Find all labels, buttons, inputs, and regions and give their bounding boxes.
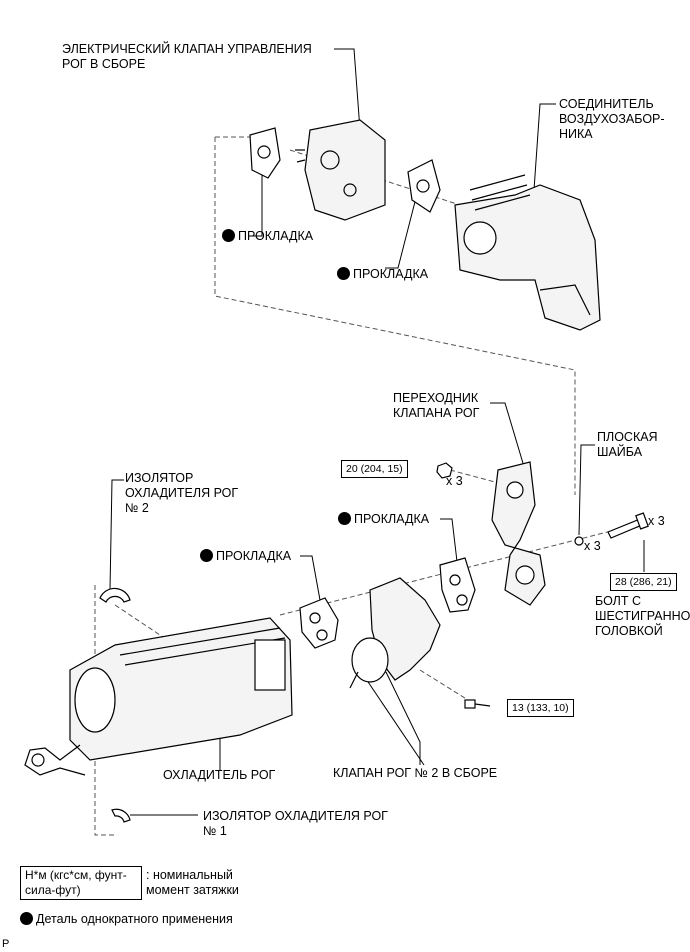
qty-nut: x 3 [446, 474, 463, 488]
insulator-1-shape [111, 808, 131, 823]
label-air-intake-connector: СОЕДИНИТЕЛЬ ВОЗДУХОЗАБОР- НИКА [559, 97, 665, 141]
torque-valve-bolt: 13 (133, 10) [507, 699, 574, 717]
dash-valve-bolt [419, 669, 469, 701]
bolt-shape [607, 512, 649, 539]
torque-bolt: 28 (286, 21) [610, 573, 677, 591]
qty-washer: x 3 [584, 539, 601, 553]
label-egr-valve-adapter: ПЕРЕХОДНИК КЛАПАНА РОГ [393, 391, 480, 420]
legend-torque-desc: : номинальный момент затяжки [146, 868, 239, 897]
leader-intake-connector [533, 103, 556, 191]
air-intake-connector-shape [454, 174, 601, 331]
dash-upper-frame [214, 137, 576, 495]
leader-valve2 [385, 671, 421, 765]
qty-bolt: x 3 [648, 514, 665, 528]
leader-gasket-4 [300, 555, 321, 601]
leader-gasket-1 [250, 165, 263, 237]
leader-gasket-2 [385, 189, 419, 269]
label-egr-valve-2-assy: КЛАПАН РОГ № 2 В СБОРЕ [333, 766, 498, 780]
insulator-2-shape [99, 587, 131, 603]
label-egr-valve-assy: ЭЛЕКТРИЧЕСКИЙ КЛАПАН УПРАВЛЕНИЯ РОГ В СБ… [62, 42, 312, 71]
label-gasket-2: ПРОКЛАДКА [337, 267, 428, 282]
gasket-1-shape [249, 127, 281, 179]
leader-valve2-b [359, 669, 425, 766]
gasket-4-shape [299, 597, 339, 649]
non-reusable-bullet-icon [338, 512, 351, 525]
non-reusable-bullet-icon [200, 549, 213, 562]
label-egr-cooler-insulator-2: ИЗОЛЯТОР ОХЛАДИТЕЛЯ РОГ № 2 [125, 471, 239, 515]
non-reusable-bullet-icon [337, 267, 350, 280]
torque-nut: 20 (204, 15) [341, 460, 408, 478]
non-reusable-bullet-icon [20, 912, 33, 925]
label-egr-cooler-insulator-1: ИЗОЛЯТОР ОХЛАДИТЕЛЯ РОГ № 1 [203, 809, 388, 838]
non-reusable-bullet-icon [222, 229, 235, 242]
leader-adapter [490, 402, 526, 471]
label-gasket-1: ПРОКЛАДКА [222, 229, 313, 244]
valve-bolt-shape [464, 699, 491, 709]
nut-shape [436, 462, 453, 479]
washer-shape [574, 536, 584, 546]
label-gasket-3: ПРОКЛАДКА [338, 512, 429, 527]
leader-gasket-3 [440, 518, 459, 571]
leader-egr-valve [334, 48, 361, 131]
label-egr-cooler: ОХЛАДИТЕЛЬ РОГ [163, 768, 276, 782]
leader-washer [578, 444, 595, 536]
label-gasket-4: ПРОКЛАДКА [200, 549, 291, 564]
legend-torque-box: Н*м (кгс*см, фунт- сила-фут) [20, 866, 142, 900]
egr-valve-assy-shape [295, 119, 386, 221]
egr-valve-adapter-shape [491, 461, 546, 606]
egr-valve-2-shape [349, 577, 441, 689]
leader-insulator-2 [109, 479, 124, 591]
egr-cooler-shape [24, 617, 293, 776]
label-hex-bolt: БОЛТ С ШЕСТИГРАННОЙ ГОЛОВКОЙ [595, 594, 690, 638]
label-plain-washer: ПЛОСКАЯ ШАЙБА [597, 430, 658, 459]
gasket-2-shape [407, 159, 441, 213]
legend-non-reusable: Деталь однократного применения [20, 912, 233, 927]
gasket-3-shape [439, 557, 476, 613]
corner-mark: P [2, 938, 10, 950]
